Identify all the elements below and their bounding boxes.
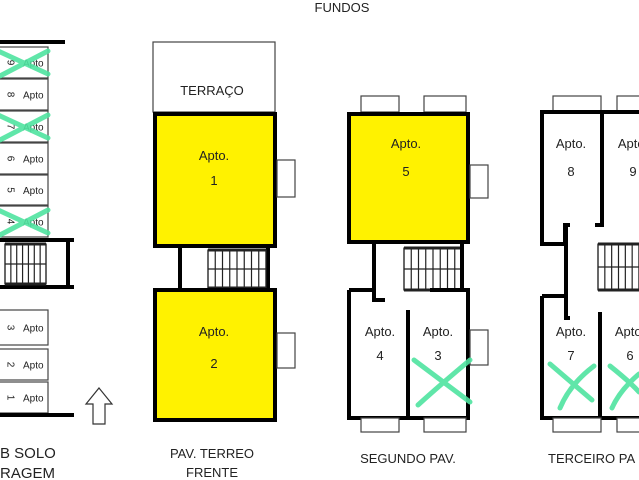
terceiro-label: TERCEIRO PA (548, 451, 635, 466)
apt-3-label: Apto. (423, 324, 453, 339)
apt-1-num: 1 (210, 173, 217, 188)
stairs (4, 242, 47, 286)
apt-6-num: 6 (626, 348, 633, 363)
terreo-label-2: FRENTE (186, 465, 238, 480)
parking-spot-label: Apto (23, 155, 44, 166)
apt-2-num: 2 (210, 356, 217, 371)
parking-spot-number: 9 (4, 60, 15, 66)
cross-mark-spot-9 (0, 48, 51, 79)
parking-spot-9: 9 Apto (0, 46, 51, 79)
parking-spot-label: Apto (23, 324, 44, 335)
parking-spot-label: Apto (23, 186, 44, 197)
parking-spot-number: 3 (4, 325, 15, 331)
cross-mark-apt-7 (547, 361, 597, 411)
parking-spot-3: 3 Apto (0, 309, 49, 346)
parking-spot-label: Apto (23, 361, 44, 372)
parking-spot-label: Apto (23, 218, 44, 229)
cross-mark-spot-7 (0, 112, 51, 143)
title-fundos: FUNDOS (315, 0, 370, 15)
parking-spot-number: 8 (4, 92, 15, 98)
stairs (207, 248, 267, 290)
cross-mark-apt-6 (607, 363, 639, 411)
apt-7-num: 7 (567, 348, 574, 363)
parking-spot-label: Apto (23, 394, 44, 405)
parking-spot-label: Apto (23, 91, 44, 102)
parking-spot-number: 6 (4, 156, 15, 162)
apt-8-label: Apto. (556, 136, 586, 151)
parking-spot-1: 1 Apto (0, 381, 49, 414)
segundo-plan: Apto. 5 Apto. 4 Apto. 3 SEGUNDO PAV. (347, 95, 489, 466)
parking-spot-8: 8 Apto (0, 78, 49, 111)
up-arrow-icon (84, 387, 114, 425)
cross-mark-apt-3 (411, 357, 473, 408)
parking-spot-number: 5 (4, 187, 15, 193)
stairs (597, 242, 639, 292)
apt-2-label: Apto. (199, 324, 229, 339)
stairs (403, 246, 463, 292)
parking-spot-number: 7 (4, 124, 15, 130)
apt-6-label: Apto. (615, 324, 639, 339)
terreo-label-1: PAV. TERREO (170, 446, 254, 461)
cross-mark-spot-4 (0, 207, 51, 238)
terraco-label: TERRAÇO (180, 83, 244, 98)
terreo-plan: TERRAÇO Apto. 1 Apto. 2 PAV. TERREO FREN… (152, 41, 296, 480)
parking-spot-4: 4 Apto (0, 205, 51, 238)
terceiro-plan: Apto. 8 Apto. 9 Apto. 7 Apto. 6 TERCEIRO… (540, 95, 639, 466)
subsolo-label-1: B SOLO (0, 445, 56, 462)
apt-5-label: Apto. (391, 136, 421, 151)
parking-spot-number: 1 (4, 395, 15, 401)
apt-3-num: 3 (434, 348, 441, 363)
parking-spot-number: 4 (4, 219, 15, 225)
apt-7-label: Apto. (556, 324, 586, 339)
apt-4-num: 4 (376, 348, 383, 363)
apt-8-num: 8 (567, 164, 574, 179)
segundo-label: SEGUNDO PAV. (360, 451, 456, 466)
parking-spot-5: 5 Apto (0, 174, 49, 206)
subsolo-label-2: RAGEM (0, 465, 55, 480)
parking-spot-2: 2 Apto (0, 348, 49, 381)
parking-spot-label: Apto (23, 123, 44, 134)
parking-spot-number: 2 (4, 362, 15, 368)
apt-1-label: Apto. (199, 148, 229, 163)
apt-9-label: Apto. (618, 136, 639, 151)
parking-spot-7: 7 Apto (0, 110, 51, 143)
apt-9-num: 9 (629, 164, 636, 179)
apt-5-num: 5 (402, 164, 409, 179)
apt-4-label: Apto. (365, 324, 395, 339)
parking-spot-6: 6 Apto (0, 142, 49, 175)
parking-spot-label: Apto (23, 59, 44, 70)
